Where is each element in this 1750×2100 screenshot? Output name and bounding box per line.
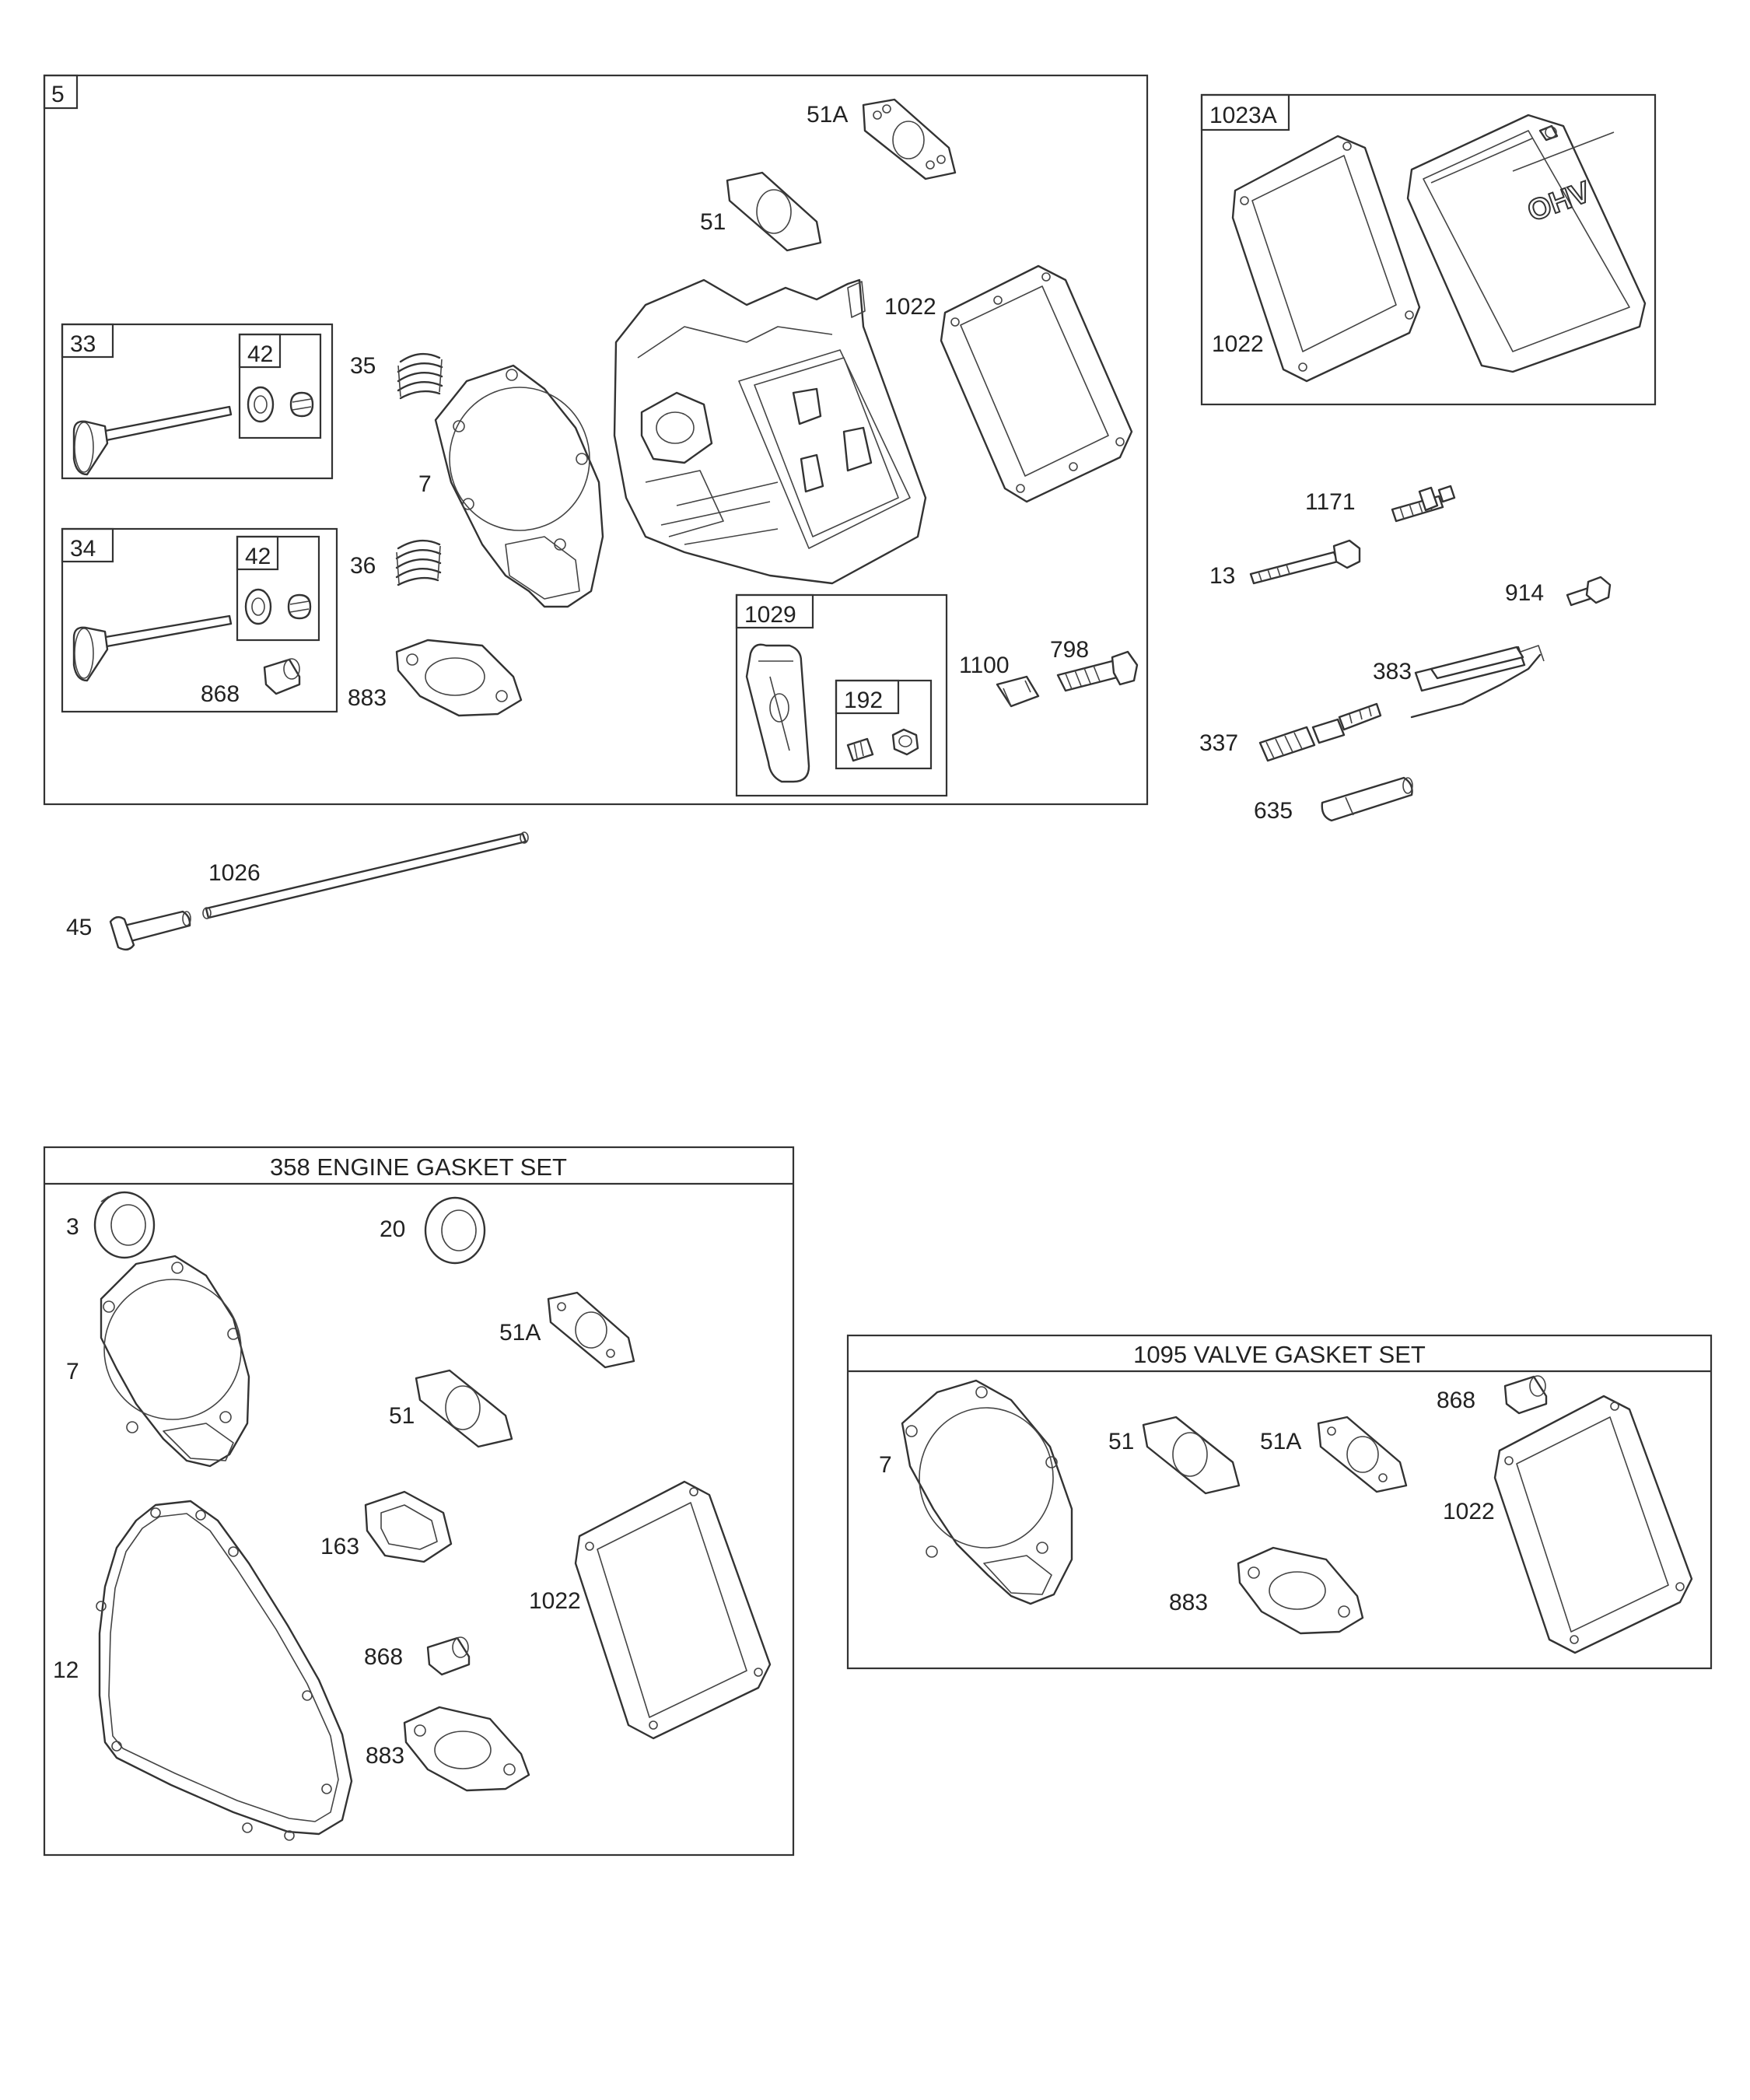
gasket-883-valve-icon[interactable] <box>1237 1546 1364 1635</box>
exhaust-valve-icon[interactable] <box>72 405 233 476</box>
label-868-valve: 868 <box>1437 1388 1475 1413</box>
ignition-module-383-icon[interactable] <box>1410 645 1545 719</box>
oil-seal-20-icon[interactable] <box>424 1196 486 1265</box>
label-51a-valve: 51A <box>1260 1429 1301 1454</box>
oil-seal-3-icon[interactable] <box>93 1191 156 1259</box>
rocker-ball-icon[interactable] <box>846 728 919 762</box>
intake-keeper-label: 42 <box>245 544 271 569</box>
pushrod-group: 1026 45 <box>66 831 529 951</box>
gasket-1022-valve-icon[interactable] <box>1493 1395 1693 1654</box>
valve-cover-icon[interactable] <box>1406 114 1647 373</box>
exhaust-valve-label: 33 <box>70 331 96 357</box>
label-163-engine: 163 <box>320 1534 359 1559</box>
label-635: 635 <box>1254 798 1293 824</box>
spark-plug-boot-635-icon[interactable] <box>1321 776 1413 822</box>
label-7-valve: 7 <box>879 1452 892 1478</box>
gasket-1022-engine-icon[interactable] <box>574 1480 772 1740</box>
label-1171: 1171 <box>1305 489 1356 515</box>
rocker-arm-label: 1029 <box>744 602 796 628</box>
valve-seal-868-icon[interactable] <box>263 658 301 695</box>
intake-keeper-icon[interactable] <box>244 588 312 625</box>
cylinder-head-assembly-panel: 5 51A 51 <box>43 74 1149 806</box>
valve-keeper-icon[interactable] <box>247 386 314 423</box>
valve-gasket-set-title: 1095 VALVE GASKET SET <box>1133 1341 1426 1368</box>
intake-valve-icon[interactable] <box>72 614 233 682</box>
label-35: 35 <box>350 353 376 379</box>
label-1022-engine: 1022 <box>529 1588 581 1614</box>
label-337: 337 <box>1199 730 1238 756</box>
exhaust-keeper-label: 42 <box>247 341 273 367</box>
intake-valve-panel: 34 42 868 <box>61 527 338 713</box>
valve-spring-36-icon[interactable] <box>395 539 442 586</box>
label-51a-engine: 51A <box>499 1320 541 1346</box>
label-3-engine: 3 <box>66 1214 79 1240</box>
head-gasket-7-icon[interactable] <box>434 364 604 608</box>
intake-valve-label: 34 <box>70 536 96 562</box>
label-12-engine: 12 <box>53 1657 79 1683</box>
label-20-engine: 20 <box>380 1216 405 1242</box>
label-383: 383 <box>1373 659 1412 684</box>
label-1022-main: 1022 <box>884 294 936 320</box>
intake-gasket-51-icon[interactable] <box>726 171 822 252</box>
valve-seal-868-valve-icon[interactable] <box>1503 1375 1548 1415</box>
valve-spring-35-icon[interactable] <box>397 352 443 400</box>
stud-1171-icon[interactable] <box>1391 485 1456 523</box>
gasket-51-valve-icon[interactable] <box>1142 1416 1241 1495</box>
label-45: 45 <box>66 915 92 940</box>
label-1026: 1026 <box>208 860 261 886</box>
valve-seal-868-engine-icon[interactable] <box>426 1636 471 1676</box>
gasket-51a-valve-icon[interactable] <box>1317 1416 1408 1493</box>
valve-cover-gasket-icon[interactable] <box>940 264 1133 503</box>
valve-cover-gasket-1022-icon[interactable] <box>1231 135 1421 383</box>
valve-cover-assembly-label: 1023A <box>1209 103 1277 128</box>
rocker-stud-798-icon[interactable] <box>1056 650 1139 692</box>
valve-gasket-set-panel: 1095 VALVE GASKET SET 7 51 51A 868 <box>846 1334 1713 1670</box>
label-868-main: 868 <box>201 681 240 707</box>
gasket-163-icon[interactable] <box>364 1490 453 1563</box>
crankcase-gasket-12-icon[interactable] <box>96 1500 353 1841</box>
label-1022-cover: 1022 <box>1212 331 1264 357</box>
exhaust-valve-panel: 33 42 <box>61 323 334 480</box>
label-13: 13 <box>1209 563 1235 589</box>
label-868-engine: 868 <box>364 1644 403 1670</box>
tappet-45-icon[interactable] <box>109 910 191 951</box>
label-51: 51 <box>700 209 726 235</box>
label-51-engine: 51 <box>389 1403 415 1429</box>
gasket-51-engine-icon[interactable] <box>415 1369 513 1448</box>
bolt-13-icon[interactable] <box>1249 539 1361 585</box>
bolt-914-icon[interactable] <box>1566 576 1612 607</box>
label-883-engine: 883 <box>366 1743 404 1769</box>
label-798: 798 <box>1050 637 1089 663</box>
rocker-arm-panel: 1029 192 <box>735 593 948 797</box>
engine-gasket-set-panel: 358 ENGINE GASKET SET 3 20 51A 7 <box>43 1146 795 1857</box>
head-gasket-7-engine-icon[interactable] <box>100 1255 250 1468</box>
cylinder-head-icon[interactable] <box>613 278 927 585</box>
label-7-main: 7 <box>418 471 432 497</box>
rocker-arm-icon[interactable] <box>745 643 810 783</box>
label-51-valve: 51 <box>1108 1429 1134 1454</box>
rocker-ball-label: 192 <box>844 688 883 713</box>
label-883-main: 883 <box>348 685 387 711</box>
gasket-883-engine-icon[interactable] <box>403 1706 530 1792</box>
label-914: 914 <box>1505 580 1544 606</box>
adjuster-nut-1100-icon[interactable] <box>996 675 1040 708</box>
head-gasket-7-valve-icon[interactable] <box>901 1379 1073 1605</box>
label-1022-valve: 1022 <box>1443 1499 1495 1524</box>
label-7-engine: 7 <box>66 1359 79 1384</box>
loose-parts-group: 1171 13 914 383 337 <box>1199 485 1612 824</box>
pushrod-1026-icon[interactable] <box>202 831 529 919</box>
label-1100: 1100 <box>959 653 1010 678</box>
gasket-51a-engine-icon[interactable] <box>547 1291 635 1369</box>
intake-gasket-51a-icon[interactable] <box>862 98 957 180</box>
valve-cover-panel: 1023A 1022 OHV <box>1200 93 1657 406</box>
label-36: 36 <box>350 553 376 579</box>
spark-plug-337-icon[interactable] <box>1258 702 1382 762</box>
engine-gasket-set-title: 358 ENGINE GASKET SET <box>270 1153 567 1181</box>
exhaust-gasket-883-icon[interactable] <box>395 639 523 717</box>
label-883-valve: 883 <box>1169 1590 1208 1615</box>
label-51a: 51A <box>807 102 848 128</box>
assembly-number-label: 5 <box>51 82 65 107</box>
